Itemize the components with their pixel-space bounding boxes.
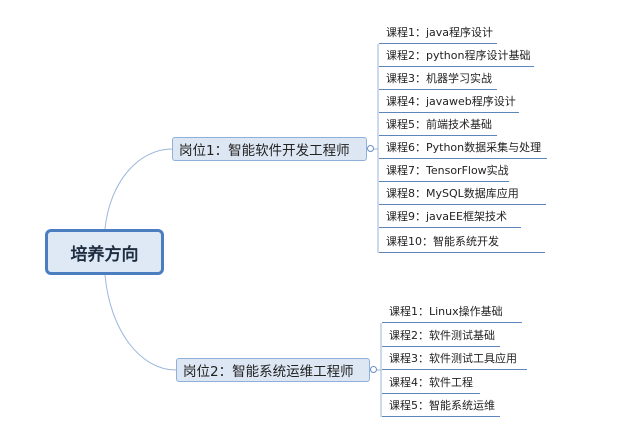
leaf-course-b1-7[interactable]: 课程7：TensorFlow实战 [379, 160, 509, 182]
leaf-course-b1-4[interactable]: 课程4：javaweb程序设计 [379, 91, 519, 113]
leaf-course-b1-10[interactable]: 课程10：智能系统开发 [379, 231, 545, 253]
leaf-course-b1-1[interactable]: 课程1：java程序设计 [379, 22, 497, 44]
collapse-toggle-2[interactable] [370, 366, 377, 373]
branch-node-2[interactable]: 岗位2：智能系统运维工程师 [176, 358, 370, 382]
connector-root-branch-2 [104, 274, 177, 371]
leaf-course-b2-4[interactable]: 课程4：软件工程 [382, 372, 480, 394]
leaf-course-b2-2[interactable]: 课程2：软件测试基础 [382, 325, 500, 347]
leaf-course-b1-6[interactable]: 课程6：Python数据采集与处理 [379, 137, 547, 159]
leaf-course-b1-3[interactable]: 课程3：机器学习实战 [379, 68, 497, 90]
leaf-course-b2-5[interactable]: 课程5：智能系统运维 [382, 395, 500, 417]
leaf-course-b1-8[interactable]: 课程8：MySQL数据库应用 [379, 183, 546, 205]
branch-node-1[interactable]: 岗位1：智能软件开发工程师 [172, 137, 367, 161]
leaf-course-b1-2[interactable]: 课程2：python程序设计基础 [379, 45, 534, 67]
leaf-course-b1-5[interactable]: 课程5：前端技术基础 [379, 114, 497, 136]
root-node[interactable]: 培养方向 [45, 229, 164, 275]
leaf-course-b1-9[interactable]: 课程9：javaEE框架技术 [379, 206, 521, 228]
leaf-course-b2-3[interactable]: 课程3：软件测试工具应用 [382, 348, 527, 370]
leaf-course-b2-1[interactable]: 课程1：Linux操作基础 [382, 301, 522, 323]
connector-root-branch-1 [104, 148, 173, 230]
collapse-toggle-1[interactable] [367, 145, 374, 152]
